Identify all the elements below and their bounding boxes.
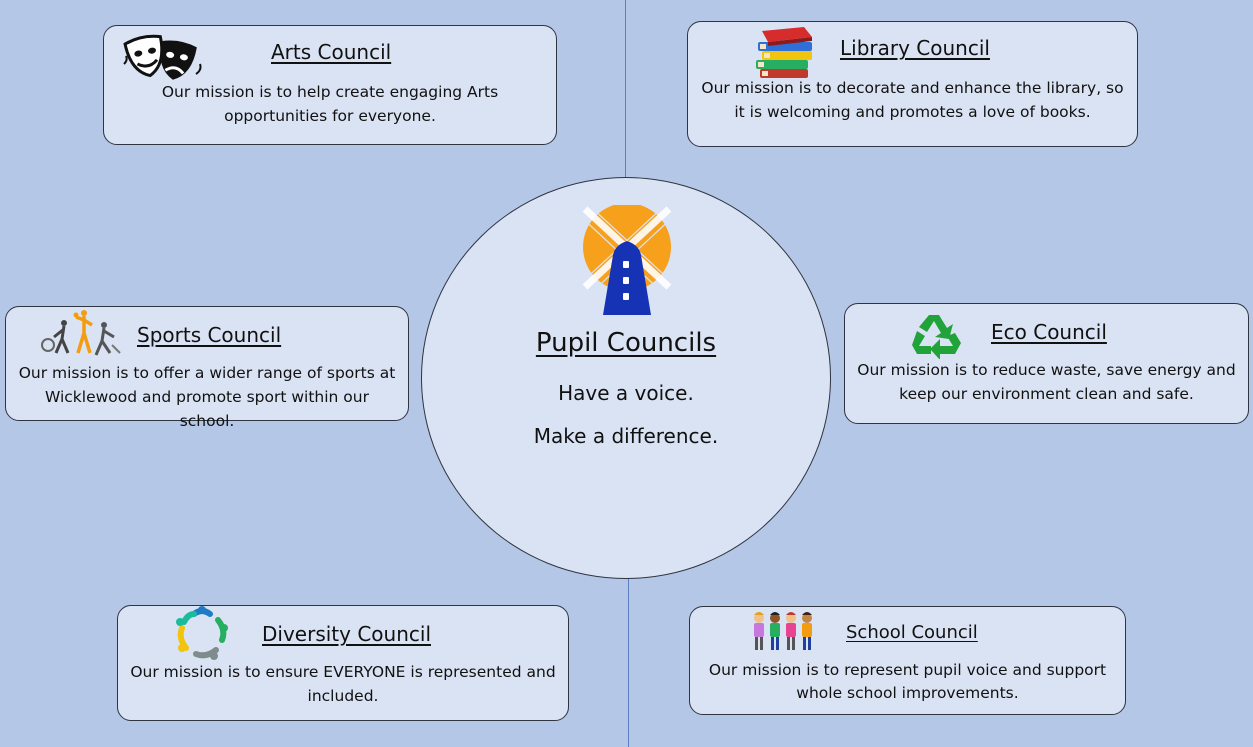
sports-figures-icon bbox=[41, 310, 121, 356]
recycle-icon bbox=[912, 315, 961, 359]
diversity-council-description: Our mission is to ensure EVERYONE is rep… bbox=[130, 663, 556, 705]
arts-council-title: Arts Council bbox=[271, 40, 392, 64]
school-council-card: School Council Our mission is to represe… bbox=[689, 606, 1126, 715]
connector-line-top bbox=[625, 0, 626, 180]
school-council-description: Our mission is to represent pupil voice … bbox=[708, 661, 1107, 702]
library-council-description: Our mission is to decorate and enhance t… bbox=[701, 79, 1124, 121]
arts-council-description: Our mission is to help create engaging A… bbox=[161, 83, 499, 125]
school-council-title: School Council bbox=[846, 622, 978, 643]
library-council-card: Library Council Our mission is to decora… bbox=[687, 21, 1138, 147]
diversity-council-card: Diversity Council Our mission is to ensu… bbox=[117, 605, 569, 721]
sports-council-description: Our mission is to offer a wider range of… bbox=[18, 364, 396, 430]
eco-council-title: Eco Council bbox=[991, 320, 1107, 344]
connector-line-bottom bbox=[628, 577, 629, 747]
hub-line-2: Make a difference. bbox=[533, 424, 719, 448]
hub-title: Pupil Councils bbox=[535, 328, 717, 358]
library-council-title: Library Council bbox=[840, 36, 990, 60]
eco-council-description: Our mission is to reduce waste, save ene… bbox=[857, 361, 1236, 403]
sports-council-title: Sports Council bbox=[137, 323, 282, 347]
hub-line-1: Have a voice. bbox=[558, 381, 694, 405]
windmill-icon bbox=[578, 205, 676, 315]
theatre-masks-icon bbox=[123, 34, 202, 80]
sports-council-card: Sports Council Our mission is to offer a… bbox=[5, 306, 409, 430]
people-circle-icon bbox=[176, 606, 228, 660]
diversity-council-title: Diversity Council bbox=[262, 622, 431, 646]
eco-council-card: Eco Council Our mission is to reduce was… bbox=[844, 303, 1249, 424]
children-group-icon bbox=[754, 612, 812, 650]
arts-council-card: Arts Council Our mission is to help crea… bbox=[103, 25, 557, 145]
pupil-councils-hub: Pupil Councils Have a voice. Make a diff… bbox=[421, 177, 831, 579]
books-stack-icon bbox=[756, 27, 812, 78]
